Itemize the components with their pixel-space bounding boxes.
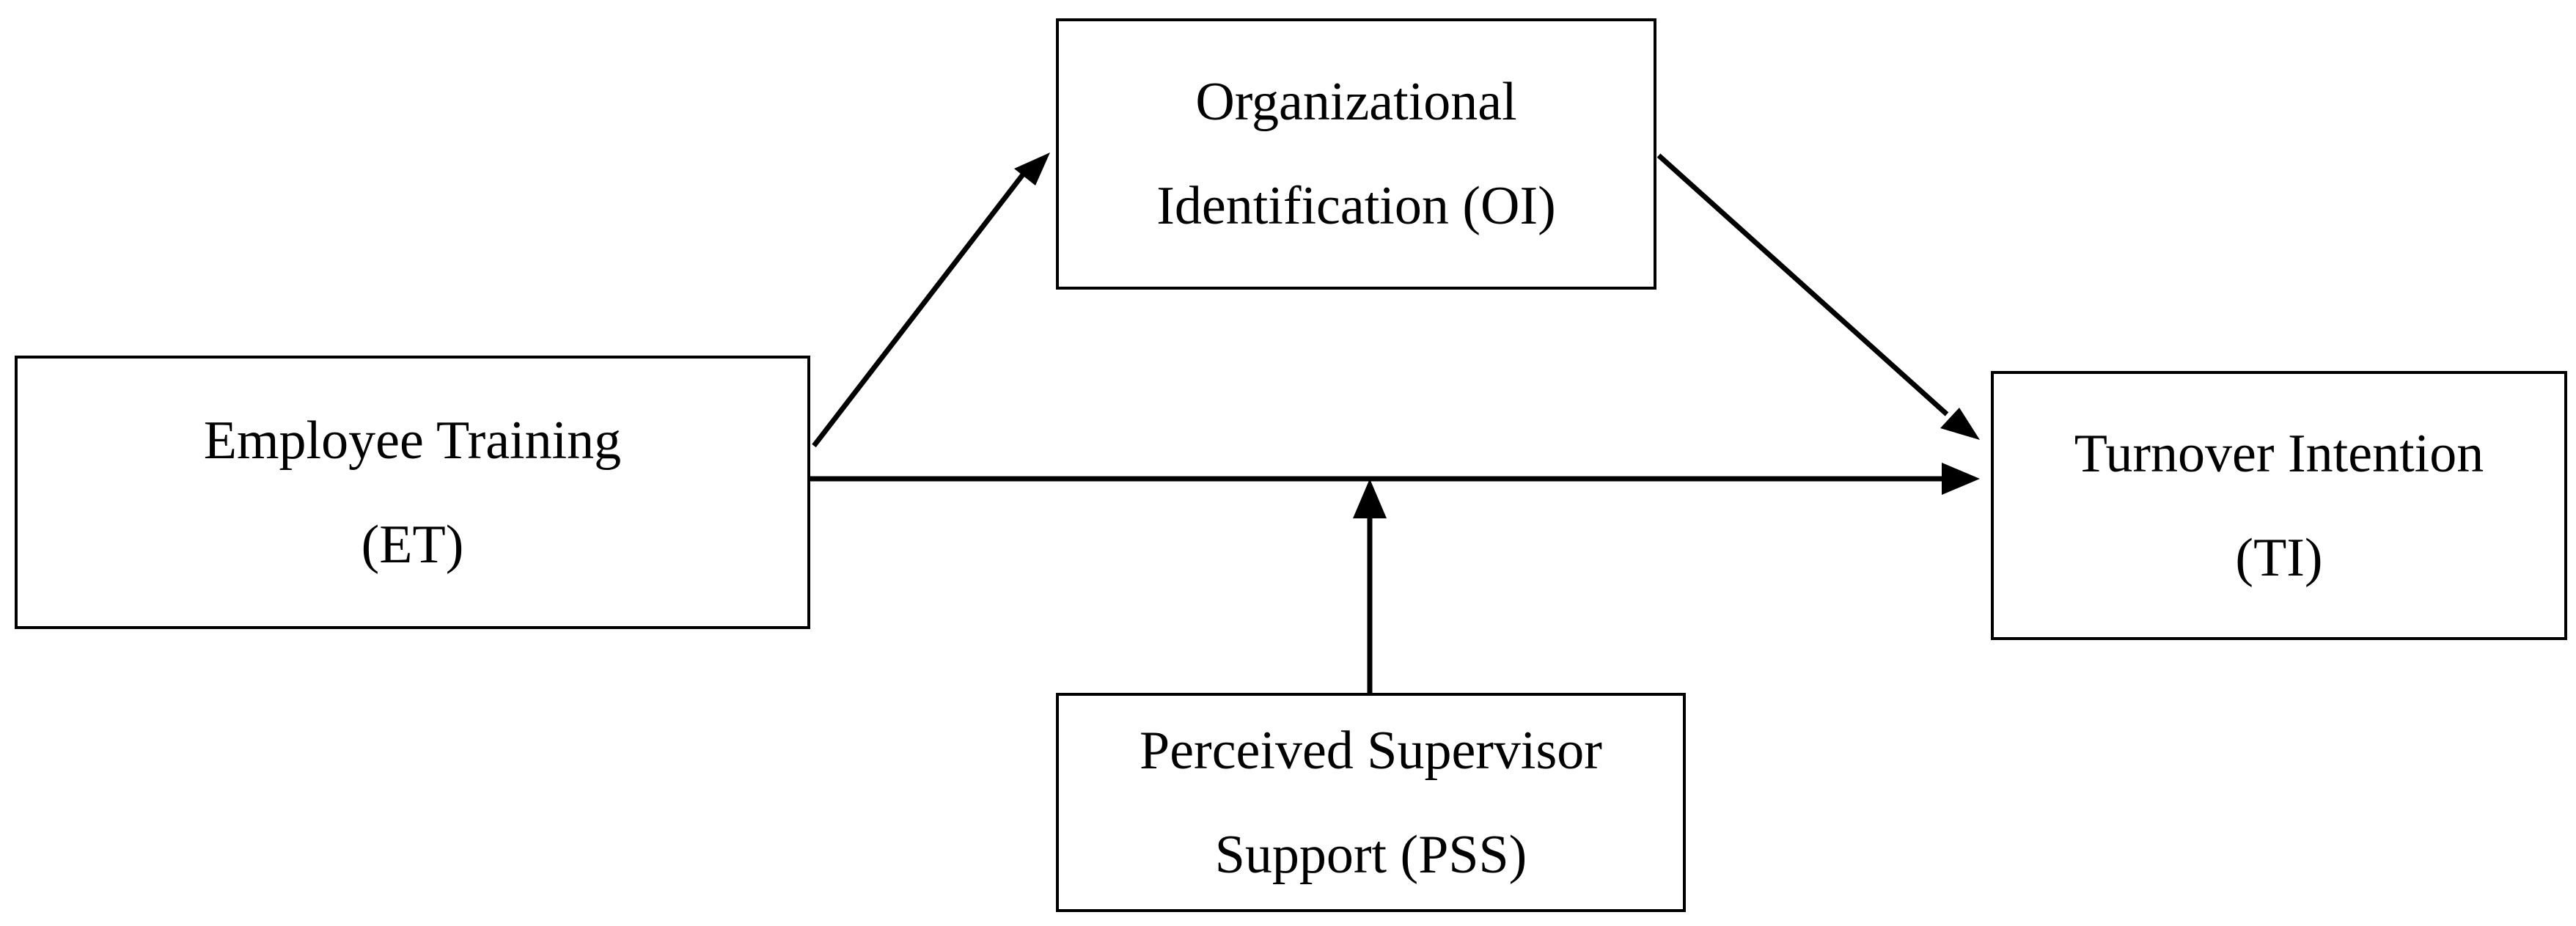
node-organizational-identification: Organizational Identification (OI) bbox=[1056, 18, 1656, 290]
node-ti-line1: Turnover Intention bbox=[2074, 423, 2484, 484]
node-perceived-supervisor-support: Perceived Supervisor Support (PSS) bbox=[1056, 693, 1686, 912]
node-et-line1: Employee Training bbox=[203, 410, 622, 471]
node-employee-training: Employee Training (ET) bbox=[15, 356, 810, 629]
node-oi-line1: Organizational bbox=[1195, 72, 1517, 132]
node-pss-line1: Perceived Supervisor bbox=[1140, 720, 1602, 781]
arrow-oi-to-ti bbox=[1656, 153, 1980, 440]
node-et-line2: (ET) bbox=[361, 514, 464, 575]
node-oi-line2: Identification (OI) bbox=[1156, 176, 1556, 236]
node-pss-line2: Support (PSS) bbox=[1214, 824, 1527, 885]
arrow-et-to-oi bbox=[812, 153, 1050, 448]
node-ti-line2: (TI) bbox=[2235, 527, 2323, 588]
node-turnover-intention: Turnover Intention (TI) bbox=[1991, 371, 2567, 640]
arrow-et-to-ti bbox=[810, 463, 1980, 495]
arrow-pss-to-path bbox=[1353, 479, 1387, 693]
